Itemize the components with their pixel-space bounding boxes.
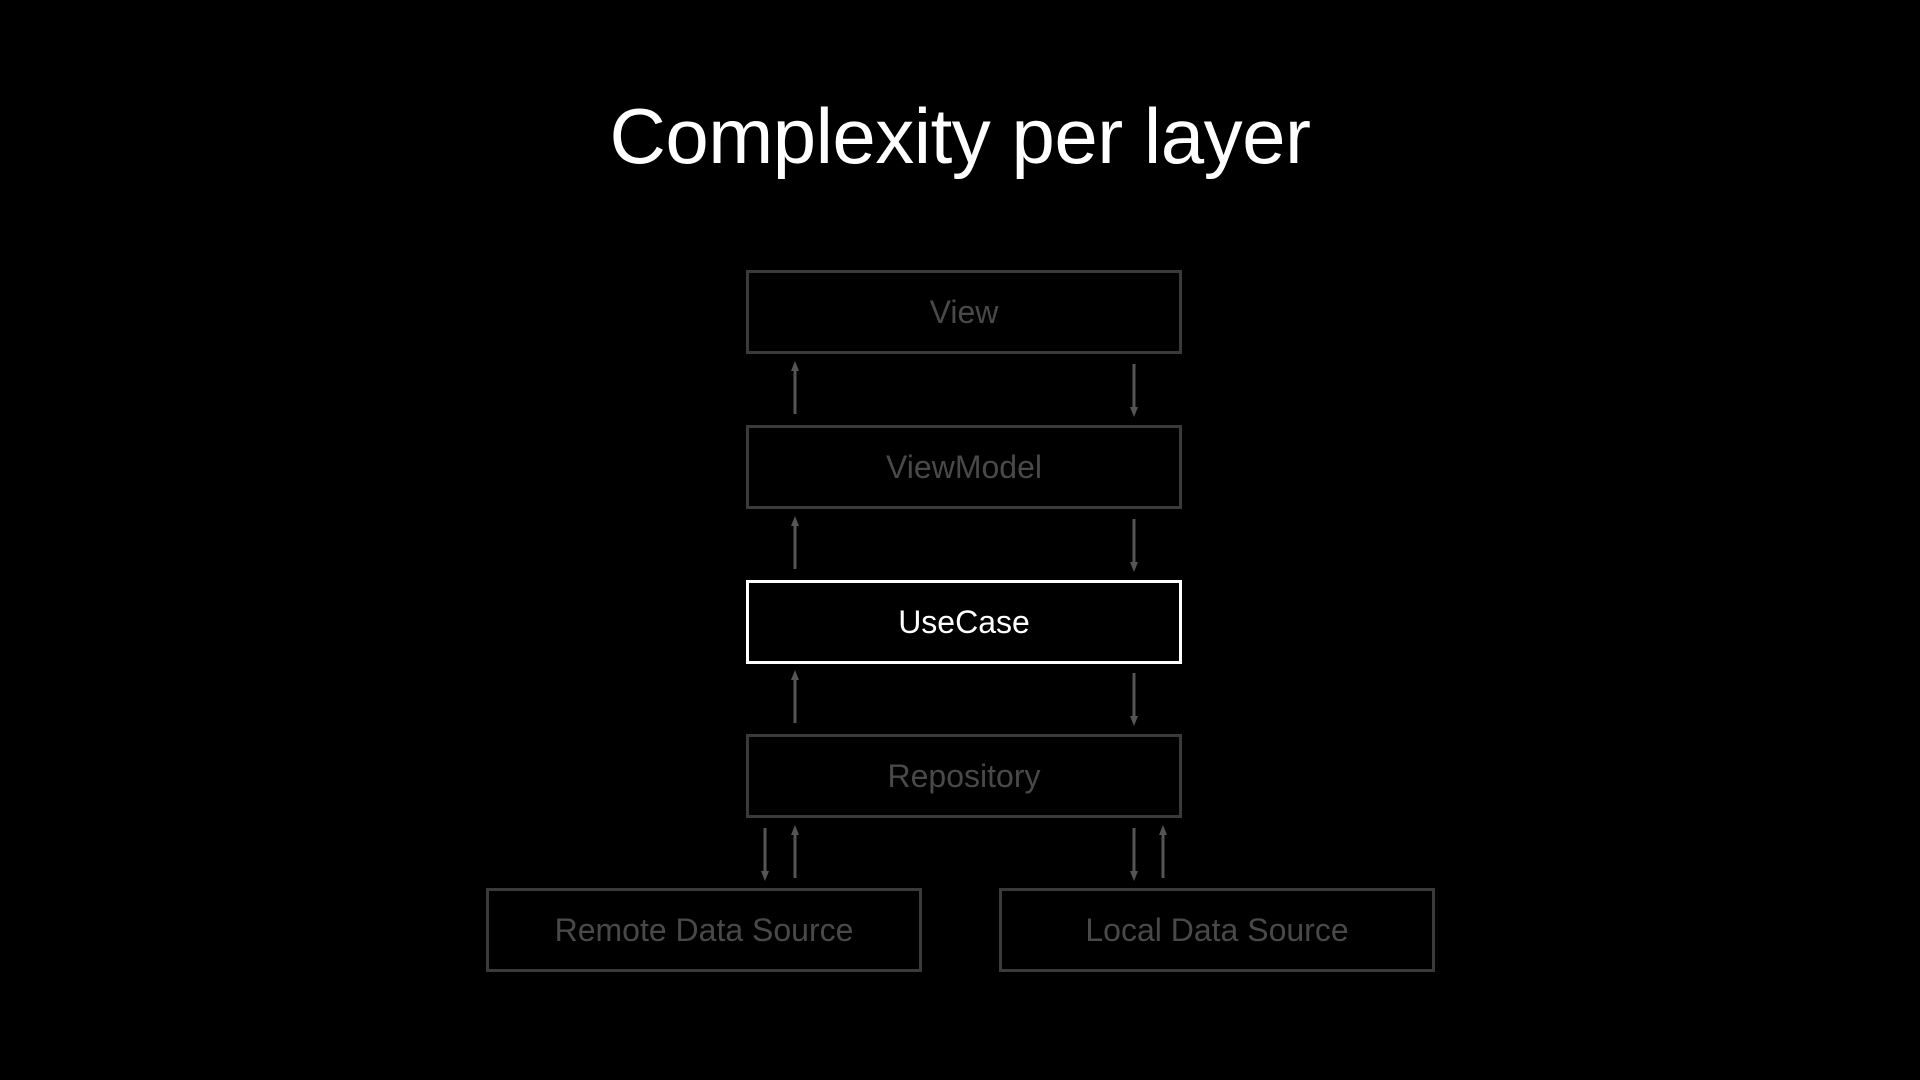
slide-title: Complexity per layer	[609, 92, 1311, 180]
layer-view: View	[746, 270, 1182, 354]
layer-viewmodel-label: ViewModel	[886, 448, 1042, 485]
layer-repository: Repository	[746, 734, 1182, 818]
layer-viewmodel: ViewModel	[746, 425, 1182, 509]
layer-usecase: UseCase	[746, 580, 1182, 664]
layer-local-data-source-label: Local Data Source	[1085, 911, 1349, 948]
layer-remote-data-source: Remote Data Source	[486, 888, 922, 972]
layer-local-data-source: Local Data Source	[999, 888, 1435, 972]
layer-remote-data-source-label: Remote Data Source	[554, 911, 854, 948]
layer-view-label: View	[929, 293, 999, 330]
layer-usecase-label: UseCase	[898, 603, 1030, 640]
layer-repository-label: Repository	[887, 757, 1041, 794]
